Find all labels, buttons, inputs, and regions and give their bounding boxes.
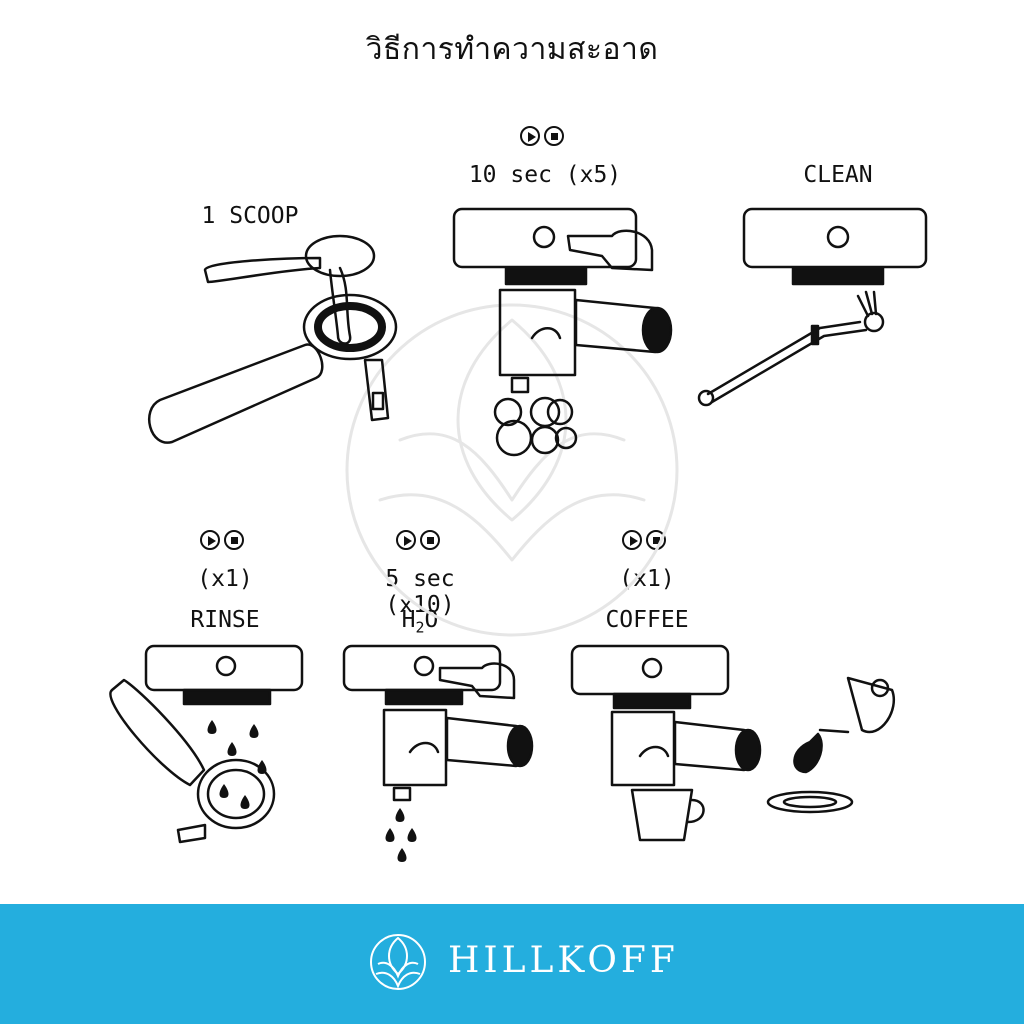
play-icon [396, 530, 416, 550]
rinse-label: RINSE [190, 607, 260, 633]
backflush-controls [520, 126, 564, 146]
water-label-sub: 2 [415, 618, 425, 637]
scoop-portafilter-icon [148, 234, 398, 444]
backflush-machine-icon [452, 207, 673, 457]
coffee-icon [570, 644, 895, 842]
coffee-label: COFFEE [605, 607, 689, 633]
water-controls [396, 530, 440, 550]
clean-brush-icon [697, 207, 928, 407]
cleaning-illustrations [109, 207, 928, 862]
rinse-controls [200, 530, 244, 550]
stop-icon [224, 530, 244, 550]
brand-name: HILLKOFF [448, 940, 679, 981]
play-icon [622, 530, 642, 550]
water-label-h: H [401, 607, 416, 633]
backflush-label: 10 sec (x5) [468, 162, 622, 188]
rinse-count: (x1) [197, 566, 253, 592]
watermark-icon [345, 303, 679, 637]
scoop-label: 1 SCOOP [201, 203, 299, 229]
leaf-mandala-icon [370, 934, 426, 990]
footer-bar [0, 904, 1024, 1024]
rinse-icon [109, 644, 304, 844]
play-icon [520, 126, 540, 146]
page-title: วิธีการทำความสะอาด [365, 32, 659, 67]
play-icon [200, 530, 220, 550]
water-flush-icon [342, 644, 534, 862]
stop-icon [420, 530, 440, 550]
clean-label: CLEAN [803, 162, 873, 188]
stop-icon [544, 126, 564, 146]
